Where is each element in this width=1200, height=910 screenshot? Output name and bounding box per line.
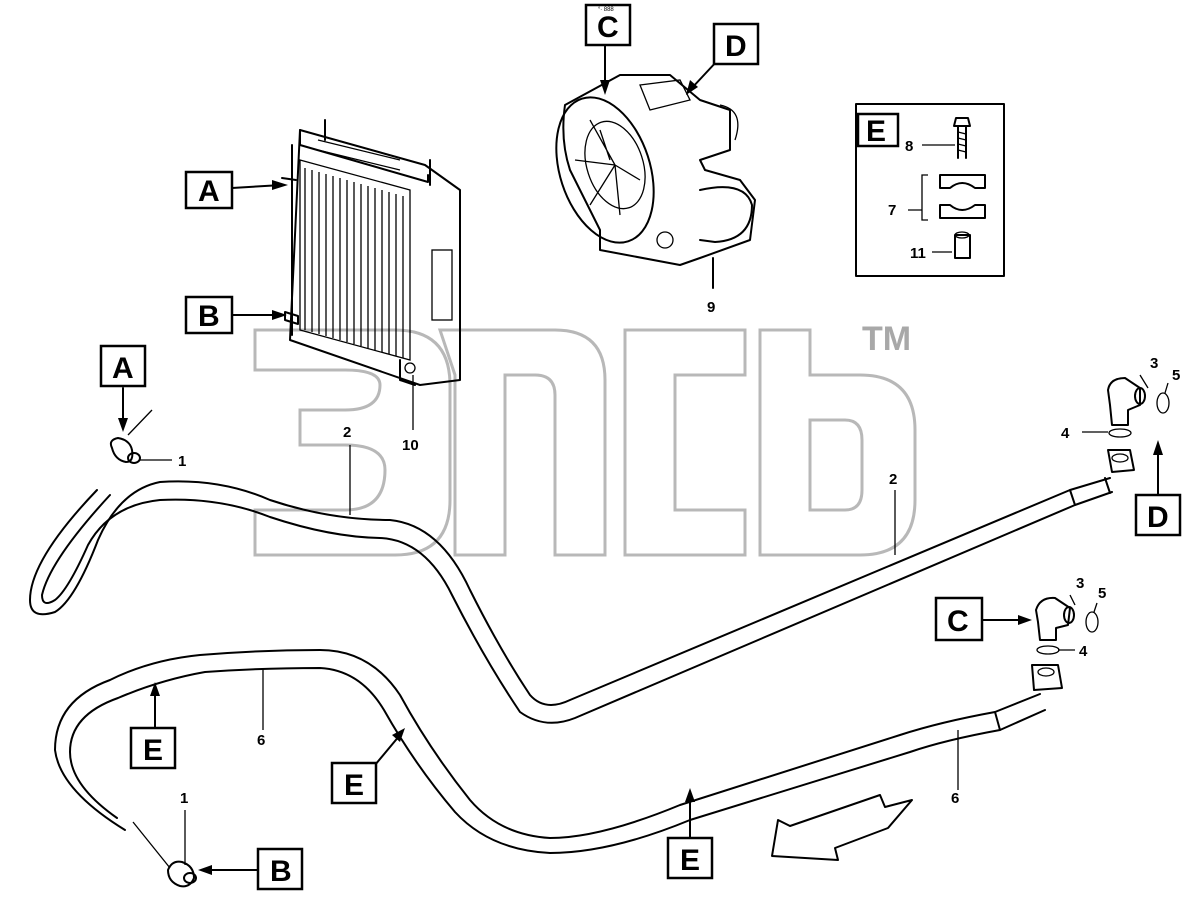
part-number-6-right: 6 [951, 790, 959, 807]
svg-text:B: B [270, 855, 292, 888]
part-number-6-left: 6 [257, 732, 265, 749]
callout-A-radiator: A [184, 170, 234, 210]
part-number-3-lower: 3 [1076, 575, 1084, 592]
detail-e-frame [855, 103, 1005, 277]
svg-text:E: E [143, 734, 163, 767]
radiator-core-fins [304, 168, 404, 358]
callout-C-hose: C [934, 596, 984, 642]
part-number-8: 8 [905, 138, 913, 155]
svg-text:C: C [947, 605, 969, 638]
detail-e-label: E [866, 115, 886, 148]
callout-B-radiator: B [184, 295, 234, 335]
leader-lines [140, 374, 1169, 865]
part-number-1-lower: 1 [180, 790, 188, 807]
watermark: TM [253, 320, 917, 557]
part-number-10: 10 [402, 437, 419, 454]
radiator-illustration [281, 119, 461, 386]
svg-text:C: C [597, 11, 619, 44]
part-number-7: 7 [888, 202, 896, 219]
watermark-letter-3 [623, 328, 747, 557]
svg-text:A: A [112, 352, 134, 385]
callout-A-hose: A [99, 344, 147, 388]
part-number-2-right: 2 [889, 471, 897, 488]
engine-pump-illustration [555, 74, 756, 289]
callout-D-engine: D [712, 22, 760, 66]
source-tag: °∙ 888 [598, 7, 614, 13]
elbow-fitting-upper [1107, 377, 1170, 473]
watermark-trademark: TM [862, 320, 911, 358]
svg-text:D: D [725, 30, 747, 63]
svg-text:D: D [1147, 501, 1169, 534]
part-number-2-left: 2 [343, 424, 351, 441]
part-number-3-upper: 3 [1150, 355, 1158, 372]
lower-hose-part-6 [54, 649, 1046, 854]
watermark-letter-4 [758, 328, 917, 557]
part-number-4-upper: 4 [1061, 425, 1070, 442]
svg-text:A: A [198, 175, 220, 208]
upper-hose-part-2 [29, 477, 1113, 724]
callout-D-hose: D [1134, 493, 1182, 537]
callout-B-hose: B [256, 847, 304, 891]
detail-e-inset: E [855, 103, 1005, 277]
detail-e-label-box [856, 112, 900, 148]
direction-arrow [771, 794, 913, 861]
elbow-fitting-lower [1031, 596, 1099, 691]
clamp-part-1-upper [109, 409, 153, 464]
clamp-part-1-lower [132, 821, 197, 888]
callout-arrows [118, 44, 1163, 875]
svg-text:E: E [344, 769, 364, 802]
part-number-1-upper: 1 [178, 453, 186, 470]
callout-E-middle: E [330, 761, 378, 805]
spacer-part-11 [954, 231, 971, 259]
svg-text:B: B [198, 300, 220, 333]
watermark-letter-1 [253, 328, 452, 557]
bolt-part-8 [953, 117, 971, 159]
part-number-4-lower: 4 [1079, 643, 1088, 660]
clamp-part-7 [939, 174, 986, 219]
part-number-11: 11 [910, 245, 926, 262]
callout-C-engine: C [584, 3, 632, 47]
part-number-9: 9 [707, 299, 715, 316]
part-number-5-lower: 5 [1098, 585, 1106, 602]
svg-text:E: E [680, 844, 700, 877]
callout-E-bottom: E [666, 836, 714, 880]
callout-E-left: E [129, 726, 177, 770]
watermark-letter-2 [437, 328, 607, 557]
part-number-5-upper: 5 [1172, 367, 1180, 384]
